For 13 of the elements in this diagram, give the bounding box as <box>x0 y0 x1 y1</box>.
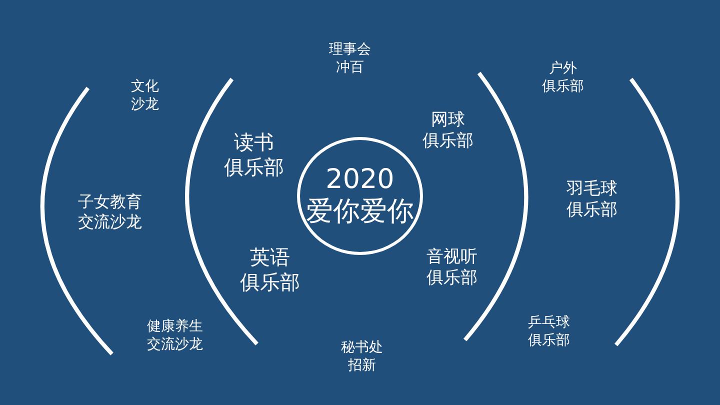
text-label: 英语俱乐部 <box>240 245 300 295</box>
text-label: 秘书处招新 <box>341 340 383 374</box>
center-circle: 2020爱你爱你 <box>297 137 423 255</box>
text-label: 网球俱乐部 <box>422 110 474 152</box>
text-label: 乒乓球俱乐部 <box>528 314 570 350</box>
text-label: 理事会冲百 <box>329 42 371 76</box>
text-label: 户外俱乐部 <box>542 60 584 96</box>
text-label: 健康养生交流沙龙 <box>147 318 203 354</box>
text-label: 读书俱乐部 <box>224 130 284 180</box>
text-label: 羽毛球俱乐部 <box>566 178 618 222</box>
text-label: 文化沙龙 <box>131 78 159 114</box>
text-label: 音视听俱乐部 <box>426 246 478 290</box>
text-label: 子女教育交流沙龙 <box>78 192 142 232</box>
